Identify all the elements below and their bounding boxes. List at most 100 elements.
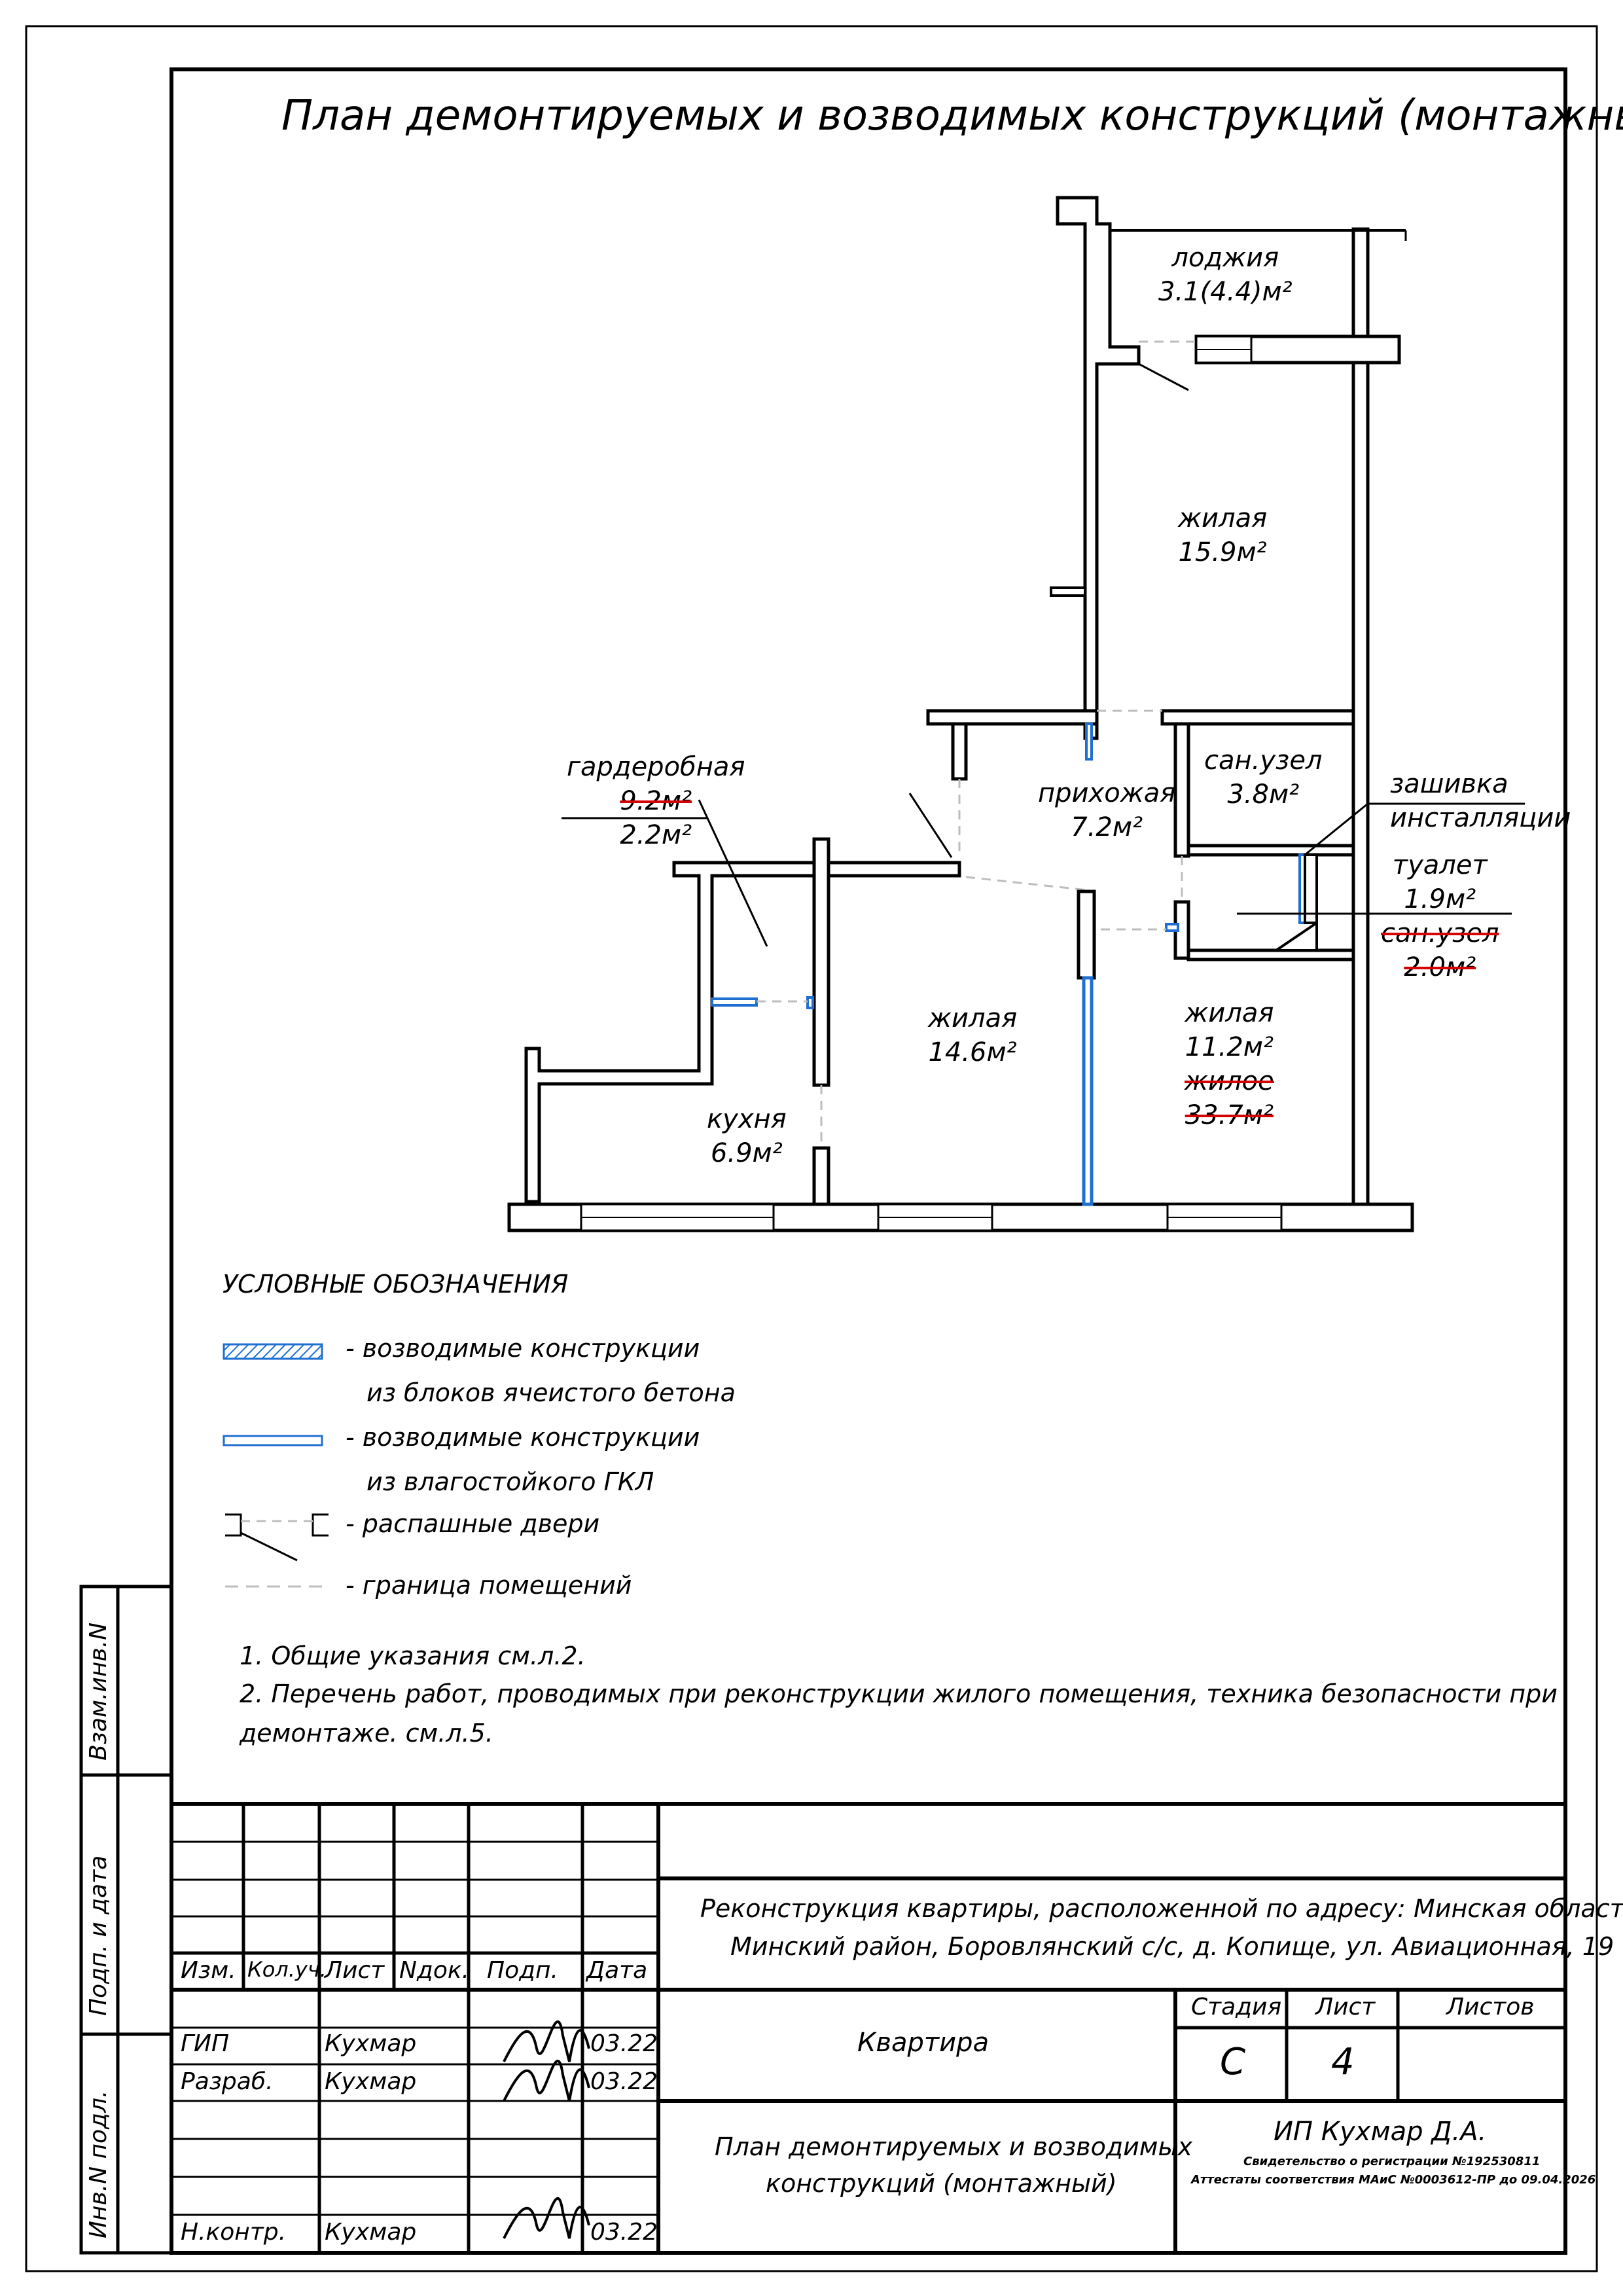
legend-item-gkl: - возводимые конструкции из влагостойког…	[346, 1415, 700, 1504]
room-name: жилая	[928, 1003, 1018, 1033]
room-loggia: лоджия 3.1(4.4)м²	[1158, 241, 1293, 309]
room-area: 11.2м²	[1185, 1032, 1274, 1062]
note-2: 2. Перечень работ, проводимых при реконс…	[240, 1679, 1558, 1708]
row-role: Разраб.	[181, 2068, 274, 2095]
legend-item-boundary: - граница помещений	[346, 1563, 632, 1607]
wall-hall-top-left	[926, 709, 1099, 726]
room-area: 3.1(4.4)м²	[1158, 277, 1293, 307]
room-living-top: жилая 15.9м²	[1178, 501, 1267, 569]
side-label-vzam: Взам.инв.N	[85, 1622, 112, 1761]
drawing-name-line-2: конструкций (монтажный)	[766, 2169, 1117, 2198]
header-izm: Изм.	[181, 1957, 236, 1984]
room-bath: сан.узел 3.8м²	[1204, 744, 1323, 812]
legend-gkl-symbol	[223, 1435, 323, 1446]
room-hall: прихожая 7.2м²	[1038, 776, 1175, 844]
legend-item-aerated-concrete: - возводимые конструкции из блоков ячеис…	[346, 1326, 736, 1415]
legend-label: - возводимые конструкции	[346, 1334, 700, 1363]
wall-column	[1077, 889, 1096, 980]
room-kitchen: кухня 6.9м²	[707, 1102, 787, 1170]
company-name: ИП Кухмар Д.А.	[1274, 2117, 1487, 2147]
room-wardrobe: гардеробная 9.2м² 2.2м²	[567, 750, 745, 852]
side-label-podp: Подп. и дата	[85, 1855, 112, 2016]
sewing-label: зашивка инсталляции	[1390, 767, 1571, 835]
room-name: туалет	[1392, 850, 1488, 880]
room-area: 6.9м²	[710, 1138, 783, 1168]
stage-value: С	[1220, 2041, 1246, 2083]
room-name: лоджия	[1171, 243, 1279, 273]
legend-symbols	[223, 1343, 329, 1588]
legend-aerated-concrete-symbol	[223, 1343, 323, 1360]
room-area: 1.9м²	[1404, 884, 1476, 914]
installation-box	[1304, 853, 1318, 924]
object-name: Квартира	[857, 2028, 990, 2058]
wall-bath-bottom	[1186, 844, 1355, 857]
room-area-old: 2.0м²	[1404, 952, 1476, 982]
stage-label: Стадия	[1191, 1994, 1282, 2020]
wall-right	[1351, 227, 1370, 1206]
floor-plan	[507, 196, 1525, 1232]
signatures	[503, 2020, 590, 2239]
door-swing	[698, 799, 768, 947]
row-name: Кухмар	[325, 2068, 417, 2095]
room-name: жилая	[1185, 998, 1274, 1028]
outer-frame	[25, 25, 1598, 2272]
drawing-name-line-1: План демонтируемых и возводимых	[715, 2132, 1192, 2161]
header-podp: Подп.	[487, 1957, 558, 1984]
door-swing	[1138, 363, 1189, 391]
legend-heading: УСЛОВНЫЕ ОБОЗНАЧЕНИЯ	[223, 1270, 569, 1299]
header-list: Лист	[325, 1957, 385, 1984]
sheet-title: План демонтируемых и возводимых конструк…	[281, 92, 1623, 140]
legend-label-2: из влагостойкого ГКЛ	[366, 1467, 654, 1496]
room-name: кухня	[707, 1104, 787, 1134]
new-partition-gkl	[711, 997, 758, 1007]
sewing-label-2: инсталляции	[1390, 803, 1571, 833]
note-1: 1. Общие указания см.л.2.	[240, 1641, 586, 1670]
room-living-mid: жилая 14.6м²	[928, 1001, 1017, 1069]
room-name: жилая	[1178, 503, 1268, 533]
title-block-grid	[169, 1802, 1567, 2255]
installation-base	[1272, 920, 1318, 952]
row-date: 03.22	[590, 2068, 658, 2095]
room-area: 15.9м²	[1178, 537, 1267, 567]
wall-bath-left	[1173, 722, 1190, 858]
wall-loggia-left	[1056, 196, 1141, 740]
legend-label: - распашные двери	[346, 1509, 600, 1538]
legend-item-doors: - распашные двери	[346, 1501, 599, 1546]
legend-door-symbol	[225, 1513, 329, 1562]
new-partition-gkl	[806, 996, 814, 1009]
new-partition-gkl	[1165, 923, 1179, 932]
row-date: 03.22	[590, 2219, 658, 2246]
wall-wardrobe	[524, 861, 961, 1204]
cert-line-2: Аттестаты соответствия МАиС №0003612-ПР …	[1191, 2173, 1596, 2187]
row-role: ГИП	[181, 2030, 230, 2057]
new-partition-gkl	[1085, 723, 1093, 761]
project-address-line-2: Минский район, Боровлянский с/с, д. Копи…	[730, 1932, 1614, 1961]
room-area: 14.6м²	[928, 1037, 1017, 1067]
legend-label-2: из блоков ячеистого бетона	[366, 1378, 736, 1407]
sewing-label-1: зашивка	[1390, 769, 1508, 799]
wall-stub	[951, 722, 968, 781]
wall-wardrobe-kitchen	[812, 837, 830, 1087]
note-2-cont: демонтаже. см.л.5.	[240, 1719, 493, 1748]
wall-kitchen-bottom-stub	[812, 1146, 830, 1206]
room-area: 7.2м²	[1071, 812, 1143, 842]
header-data: Дата	[586, 1957, 648, 1984]
legend-label: - возводимые конструкции	[346, 1423, 700, 1452]
room-area-old: 33.7м²	[1185, 1100, 1274, 1130]
new-partition-aerated-concrete	[1082, 976, 1094, 1206]
sheets-label: Листов	[1446, 1994, 1535, 2020]
room-name: сан.узел	[1204, 745, 1323, 776]
wall-toilet-bottom	[1186, 948, 1355, 961]
header-ndok: Nдок.	[399, 1957, 470, 1984]
side-label-inv: Инв.N подл.	[85, 2090, 112, 2238]
door-swing	[908, 793, 953, 858]
room-living-right: жилая 11.2м² жилое 33.7м²	[1185, 996, 1274, 1132]
cert-line-1: Свидетельство о регистрации №192530811	[1243, 2155, 1541, 2168]
row-date: 03.22	[590, 2030, 658, 2057]
room-area-old: 9.2м²	[620, 786, 692, 816]
room-name-old: сан.узел	[1381, 918, 1499, 948]
project-address-line-1: Реконструкция квартиры, расположенной по…	[700, 1894, 1623, 1923]
room-name: прихожая	[1038, 778, 1176, 808]
room-name: гардеробная	[567, 752, 745, 782]
